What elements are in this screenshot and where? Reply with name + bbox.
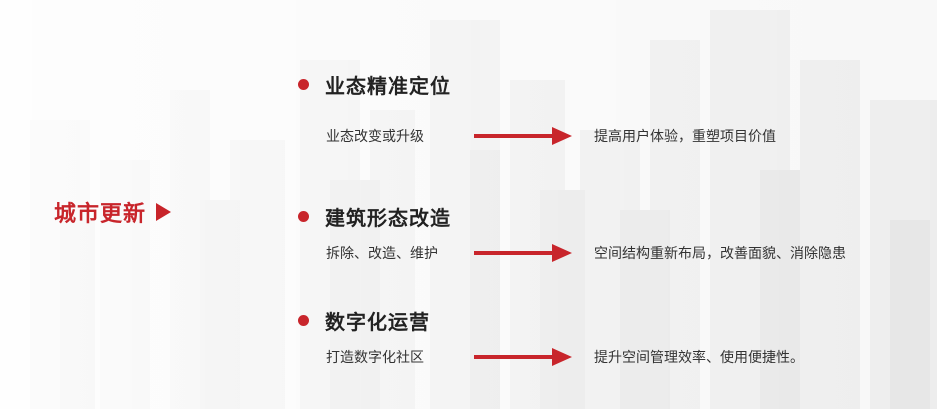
right-arrow-icon <box>474 348 572 366</box>
bullet-dot-icon <box>298 211 309 222</box>
row-to-text: 提高用户体验，重塑项目价值 <box>594 129 776 145</box>
row-from-text: 拆除、改造、维护 <box>326 246 438 262</box>
section-digital-operation: 数字化运营 <box>298 306 430 335</box>
row-from-text: 打造数字化社区 <box>326 350 424 366</box>
bullet-dot-icon <box>298 315 309 326</box>
section-title: 数字化运营 <box>325 310 430 334</box>
main-topic: 城市更新 <box>54 196 172 228</box>
right-arrow-icon <box>474 127 572 145</box>
main-topic-label: 城市更新 <box>54 202 147 227</box>
row-from-text: 业态改变或升级 <box>326 129 424 145</box>
section-row: 打造数字化社区 提升空间管理效率、使用便捷性。 <box>326 347 804 367</box>
section-business-positioning: 业态精准定位 <box>298 70 451 99</box>
bullet-dot-icon <box>298 79 309 90</box>
section-building-renovation: 建筑形态改造 <box>298 202 451 231</box>
right-arrow-icon <box>474 244 572 262</box>
section-title: 建筑形态改造 <box>325 206 451 230</box>
section-title: 业态精准定位 <box>325 74 451 98</box>
section-row: 拆除、改造、维护 空间结构重新布局，改善面貌、消除隐患 <box>326 243 846 263</box>
row-to-text: 空间结构重新布局，改善面貌、消除隐患 <box>594 246 846 262</box>
section-row: 业态改变或升级 提高用户体验，重塑项目价值 <box>326 126 776 146</box>
play-triangle-icon <box>156 203 172 221</box>
row-to-text: 提升空间管理效率、使用便捷性。 <box>594 350 804 366</box>
